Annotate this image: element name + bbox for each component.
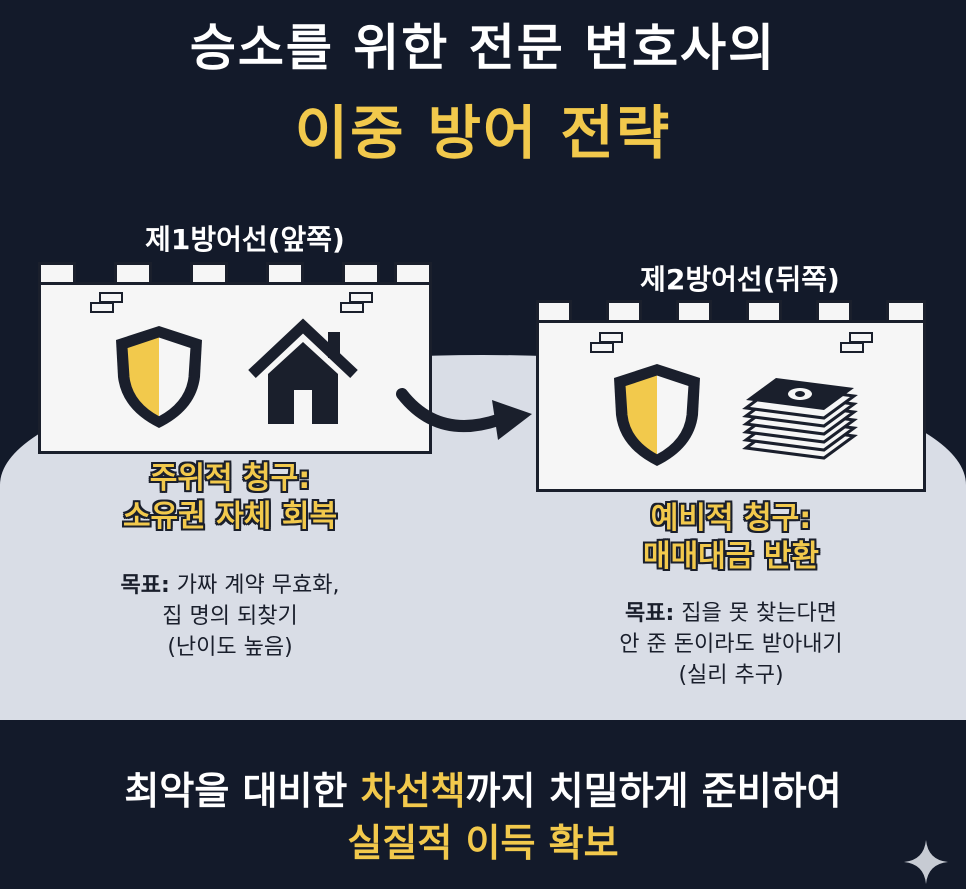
defense-wall-1 xyxy=(38,282,432,454)
primary-goal-prefix: 목표: xyxy=(120,573,170,598)
shield-icon xyxy=(116,326,202,428)
title-line-2: 이중 방어 전략 xyxy=(294,99,672,167)
shield-icon xyxy=(614,364,700,466)
footer-line-2: 실질적 이득 확보 xyxy=(347,821,619,865)
footer-part-2: 까지 치밀하게 준비하여 xyxy=(465,769,842,813)
wall-2-merlon xyxy=(886,300,926,323)
sparkle-icon xyxy=(904,840,948,884)
wall-2-merlon xyxy=(536,300,572,323)
preliminary-claim: 예비적 청구: 매매대금 반환 xyxy=(556,500,906,576)
preliminary-claim-subtitle: 매매대금 반환 xyxy=(642,539,820,574)
primary-claim-title: 주위적 청구: xyxy=(149,461,311,496)
brick-icon xyxy=(90,292,123,313)
footer-line-1: 최악을 대비한 차선책까지 치밀하게 준비하여 xyxy=(0,760,966,815)
primary-claim-subtitle: 소유권 자체 회복 xyxy=(122,499,338,534)
defense-wall-2 xyxy=(536,320,926,492)
primary-goal-line-2: 집 명의 되찾기 xyxy=(162,604,298,629)
preliminary-goal-prefix: 목표: xyxy=(625,601,675,626)
defense-line-2-label: 제2방어선(뒤쪽) xyxy=(640,263,840,296)
footer-highlight: 차선책 xyxy=(360,769,466,813)
wall-2-merlon xyxy=(816,300,852,323)
wall-2-merlon xyxy=(746,300,782,323)
money-stack-icon xyxy=(742,378,858,460)
footer-part-1: 최악을 대비한 xyxy=(124,769,361,813)
preliminary-claim-title: 예비적 청구: xyxy=(650,501,812,536)
arrow-icon xyxy=(396,388,532,440)
house-icon xyxy=(248,318,358,424)
wall-2-merlon xyxy=(676,300,712,323)
wall-1-merlon xyxy=(190,262,228,285)
wall-1-merlon xyxy=(114,262,152,285)
wall-1-merlon xyxy=(38,262,76,285)
preliminary-goal-line-2: 안 준 돈이라도 받아내기 xyxy=(619,632,843,657)
primary-goal-line-3: (난이도 높음) xyxy=(167,635,293,660)
primary-claim: 주위적 청구: 소유권 자체 회복 xyxy=(60,460,400,536)
title-line-1: 승소를 위한 전문 변호사의 xyxy=(189,19,777,77)
wall-1-merlon xyxy=(394,262,432,285)
brick-icon xyxy=(590,332,623,353)
preliminary-goal-line-1: 집을 못 찾는다면 xyxy=(681,601,837,626)
primary-goal: 목표: 가짜 계약 무효화, 집 명의 되찾기 (난이도 높음) xyxy=(60,570,400,663)
preliminary-goal: 목표: 집을 못 찾는다면 안 준 돈이라도 받아내기 (실리 추구) xyxy=(556,598,906,691)
preliminary-goal-line-3: (실리 추구) xyxy=(678,663,784,688)
primary-goal-line-1: 가짜 계약 무효화, xyxy=(176,573,340,598)
wall-1-merlon xyxy=(342,262,380,285)
wall-2-merlon xyxy=(606,300,642,323)
defense-line-1-label: 제1방어선(앞쪽) xyxy=(145,223,345,256)
brick-icon xyxy=(840,332,873,353)
wall-1-merlon xyxy=(266,262,304,285)
brick-icon xyxy=(340,292,373,313)
